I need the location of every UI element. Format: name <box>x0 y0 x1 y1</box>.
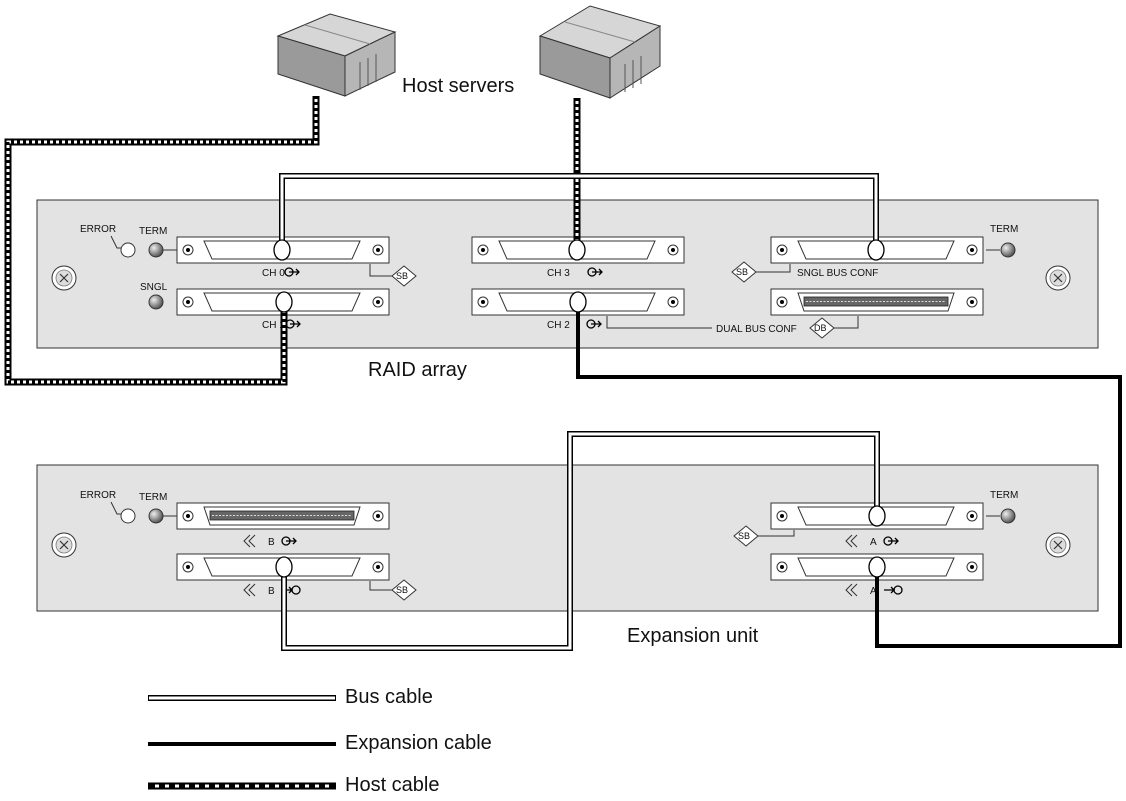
host-server-left <box>276 13 397 97</box>
host-cable-left <box>4 96 320 386</box>
ch3-label: CH 3 <box>547 268 570 279</box>
svg-text:Host cable: Host cable <box>345 774 440 796</box>
error-led-icon <box>120 242 136 258</box>
svg-text:SB: SB <box>396 585 408 595</box>
exp-a-top-label: A <box>870 537 877 548</box>
term-led-icon <box>148 508 164 524</box>
svg-text:SB: SB <box>396 271 408 281</box>
expansion-unit-label: Expansion unit <box>627 625 759 647</box>
sngl-bus-conf-label: SNGL BUS CONF <box>797 268 878 279</box>
host-servers-label: Host servers <box>402 75 514 97</box>
error-led-icon <box>120 508 136 524</box>
term-led-icon <box>1000 508 1016 524</box>
svg-text:SB: SB <box>736 267 748 277</box>
term-led-icon <box>1000 242 1016 258</box>
exp-term-left-label: TERM <box>139 492 167 503</box>
ses-icon: SB <box>733 525 759 547</box>
legend-host-cable: Host cable <box>148 774 440 796</box>
raid-array-panel <box>36 199 1099 349</box>
in-out-arrow-icon <box>587 267 603 277</box>
exp-b-top-port[interactable] <box>176 502 390 530</box>
legend: Bus cable Expansion cable Host cable <box>148 686 492 796</box>
exp-b-top-label: B <box>268 537 275 548</box>
exp-a-bottom-label: A <box>870 586 877 597</box>
dual-bus-conf-label: DUAL BUS CONF <box>716 324 797 335</box>
ses-icon: SB <box>731 261 757 283</box>
thumbscrew-icon <box>51 265 77 291</box>
exp-error-label: ERROR <box>80 490 116 501</box>
ses-icon: SB <box>391 579 417 601</box>
expansion-cable <box>576 302 1122 648</box>
thumbscrew-icon <box>51 532 77 558</box>
ses-icon <box>845 583 858 597</box>
bus-cable-raid <box>279 173 879 250</box>
ses-icon <box>845 534 858 548</box>
svg-text:Bus cable: Bus cable <box>345 686 433 708</box>
in-arrow-icon <box>884 585 903 595</box>
ses-icon: DB <box>809 317 835 339</box>
ch0-label: CH 0 <box>262 268 285 279</box>
ch2-label: CH 2 <box>547 320 570 331</box>
out-arrow-icon <box>281 536 297 546</box>
terminator-port[interactable] <box>770 288 984 316</box>
cable-plug-icon <box>273 239 886 578</box>
svg-text:DB: DB <box>814 323 827 333</box>
out-arrow-icon <box>284 267 300 277</box>
svg-text:SB: SB <box>738 531 750 541</box>
bus-cable-expansion <box>281 431 880 651</box>
raid-sngl-label: SNGL <box>140 282 168 293</box>
raid-term-left-label: TERM <box>139 226 167 237</box>
thumbscrew-icon <box>1045 532 1071 558</box>
exp-b-bottom-label: B <box>268 586 275 597</box>
ch1-label: CH 1 <box>262 320 285 331</box>
legend-bus-cable: Bus cable <box>148 686 433 708</box>
term-led-icon <box>148 242 164 258</box>
sngl-led-icon <box>148 294 164 310</box>
svg-text:Expansion cable: Expansion cable <box>345 732 492 754</box>
ses-icon <box>243 583 256 597</box>
raid-array-label: RAID array <box>368 359 467 381</box>
thumbscrew-icon <box>1045 265 1071 291</box>
host-server-right <box>538 5 662 99</box>
legend-expansion-cable: Expansion cable <box>148 732 492 754</box>
raid-term-right-label: TERM <box>990 224 1018 235</box>
ses-icon <box>243 534 256 548</box>
raid-error-label: ERROR <box>80 224 116 235</box>
exp-term-right-label: TERM <box>990 490 1018 501</box>
ses-icon: SB <box>391 265 417 287</box>
in-out-arrow-icon <box>586 319 602 329</box>
out-arrow-icon <box>883 536 899 546</box>
